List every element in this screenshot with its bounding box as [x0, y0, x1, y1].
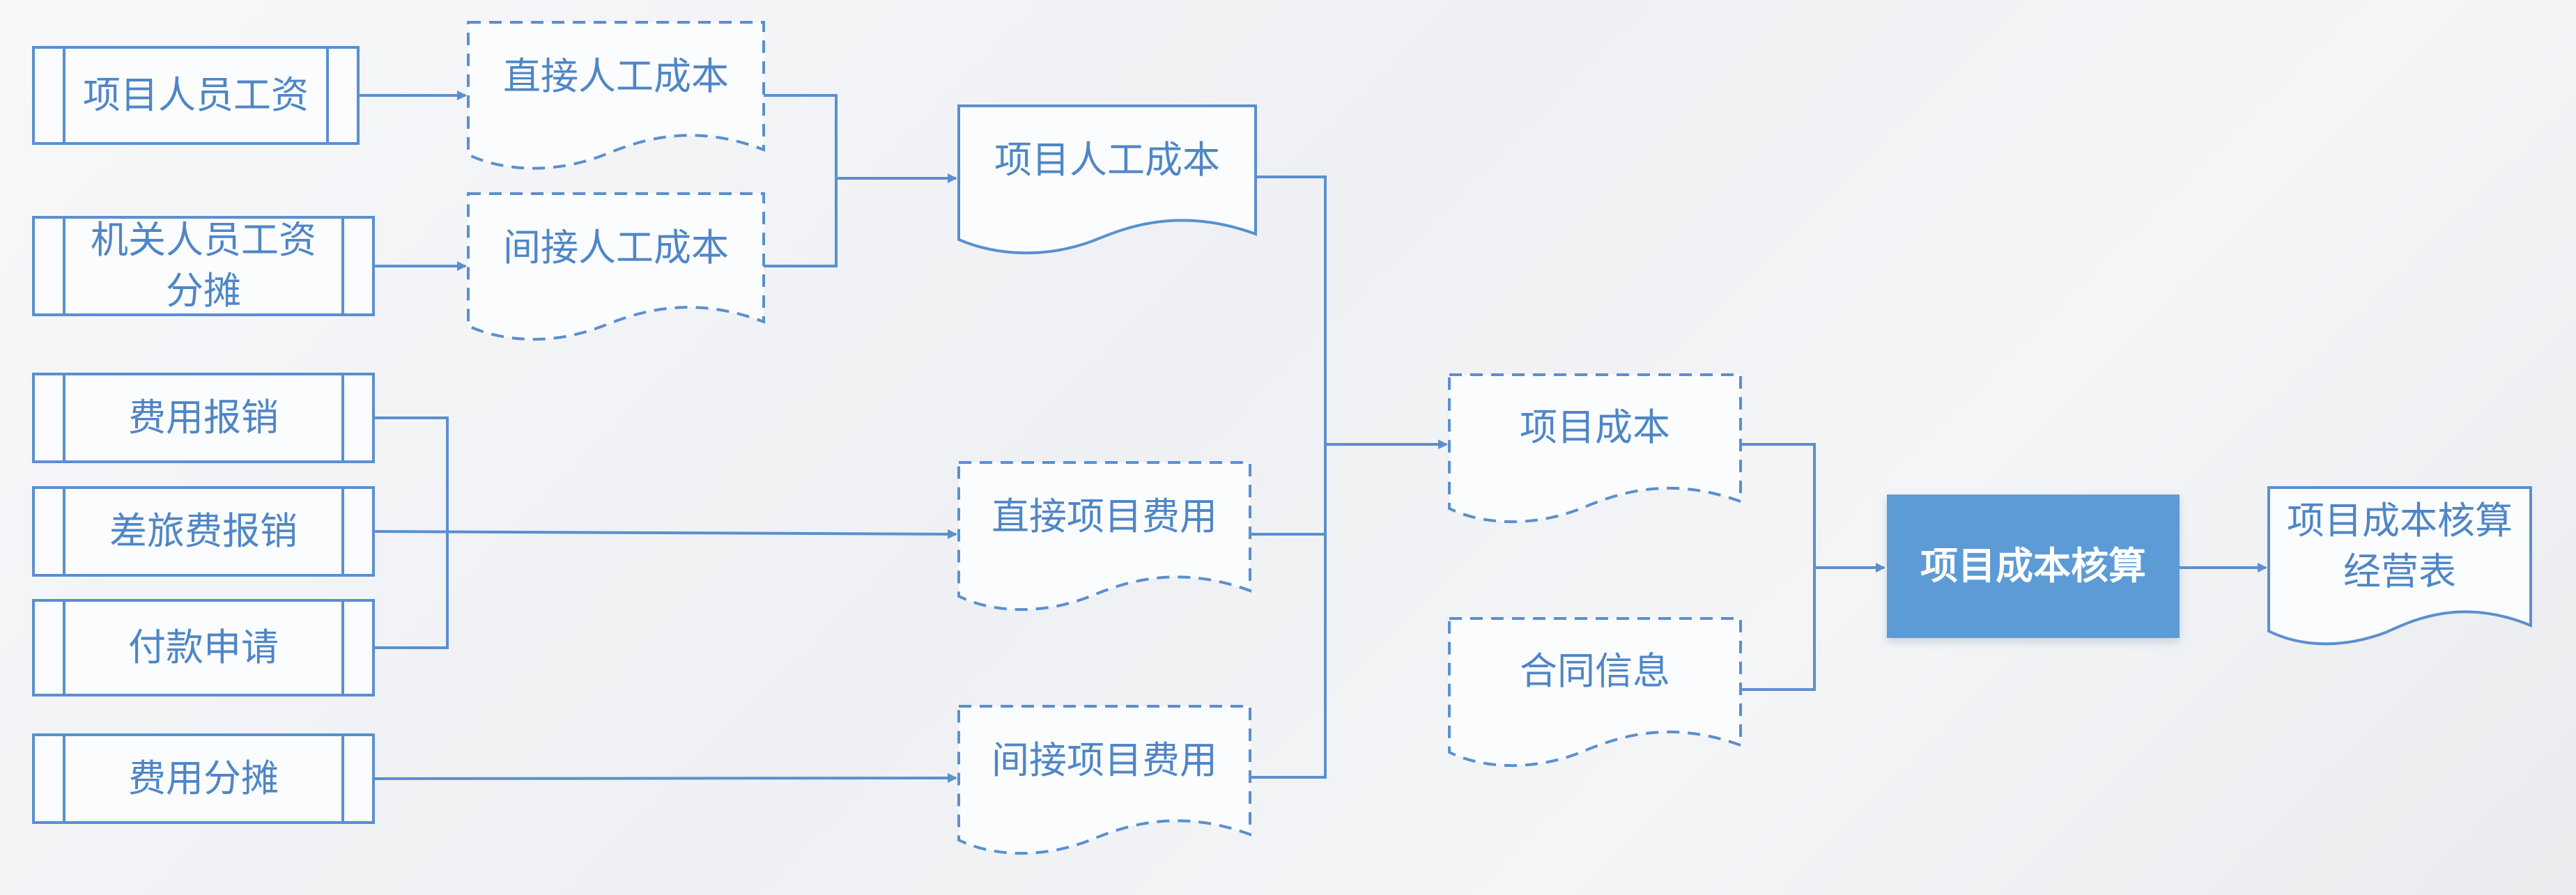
label-indirect-labor-cost: 间接人工成本 [503, 225, 729, 270]
doc-indirect-project-expense [957, 705, 1251, 855]
label-direct-labor-cost: 直接人工成本 [503, 54, 729, 98]
process-box-office-staff-salary [32, 216, 375, 316]
doc-contract-info [1448, 617, 1742, 768]
label-project-labor-cost: 项目人工成本 [994, 137, 1220, 182]
connectors [358, 91, 2267, 784]
doc-direct-labor-cost [467, 21, 765, 170]
process-box-travel-reimbursement [32, 486, 375, 577]
process-box-expense-reimbursement [32, 373, 375, 463]
connector-cost-contract-merge [1741, 443, 1884, 691]
process-project-cost-accounting [1887, 495, 2180, 638]
doc-cost-accounting-report [2267, 486, 2532, 646]
connector-reimbursement-merge [373, 417, 956, 649]
label-project-cost: 项目成本 [1520, 405, 1670, 449]
label-contract-info: 合同信息 [1520, 648, 1670, 693]
label-office-staff-salary: 机关人员工资 分摊 [91, 218, 316, 313]
doc-project-labor-cost [957, 104, 1257, 255]
label-project-staff-salary: 项目人员工资 [83, 72, 309, 117]
connector-labor-merge [764, 94, 956, 267]
process-box-project-staff-salary [32, 46, 360, 145]
process-box-expense-allocation [32, 733, 375, 824]
label-project-cost-accounting: 项目成本核算 [1920, 543, 2146, 588]
connector-costs-merge [1250, 176, 1447, 779]
label-expense-allocation: 费用分摊 [128, 756, 279, 800]
doc-indirect-labor-cost [467, 192, 765, 341]
label-travel-reimbursement: 差旅费报销 [109, 508, 298, 553]
label-payment-request: 付款申请 [128, 625, 279, 669]
label-expense-reimbursement: 费用报销 [128, 395, 279, 439]
label-cost-accounting-report: 项目成本核算 经营表 [2287, 499, 2513, 593]
label-direct-project-expense: 直接项目费用 [992, 494, 1217, 538]
label-indirect-project-expense: 间接项目费用 [992, 738, 1217, 782]
doc-project-cost [1448, 373, 1742, 524]
connector-allocation-to-indirect-expense [373, 773, 957, 784]
doc-direct-project-expense [957, 461, 1251, 612]
